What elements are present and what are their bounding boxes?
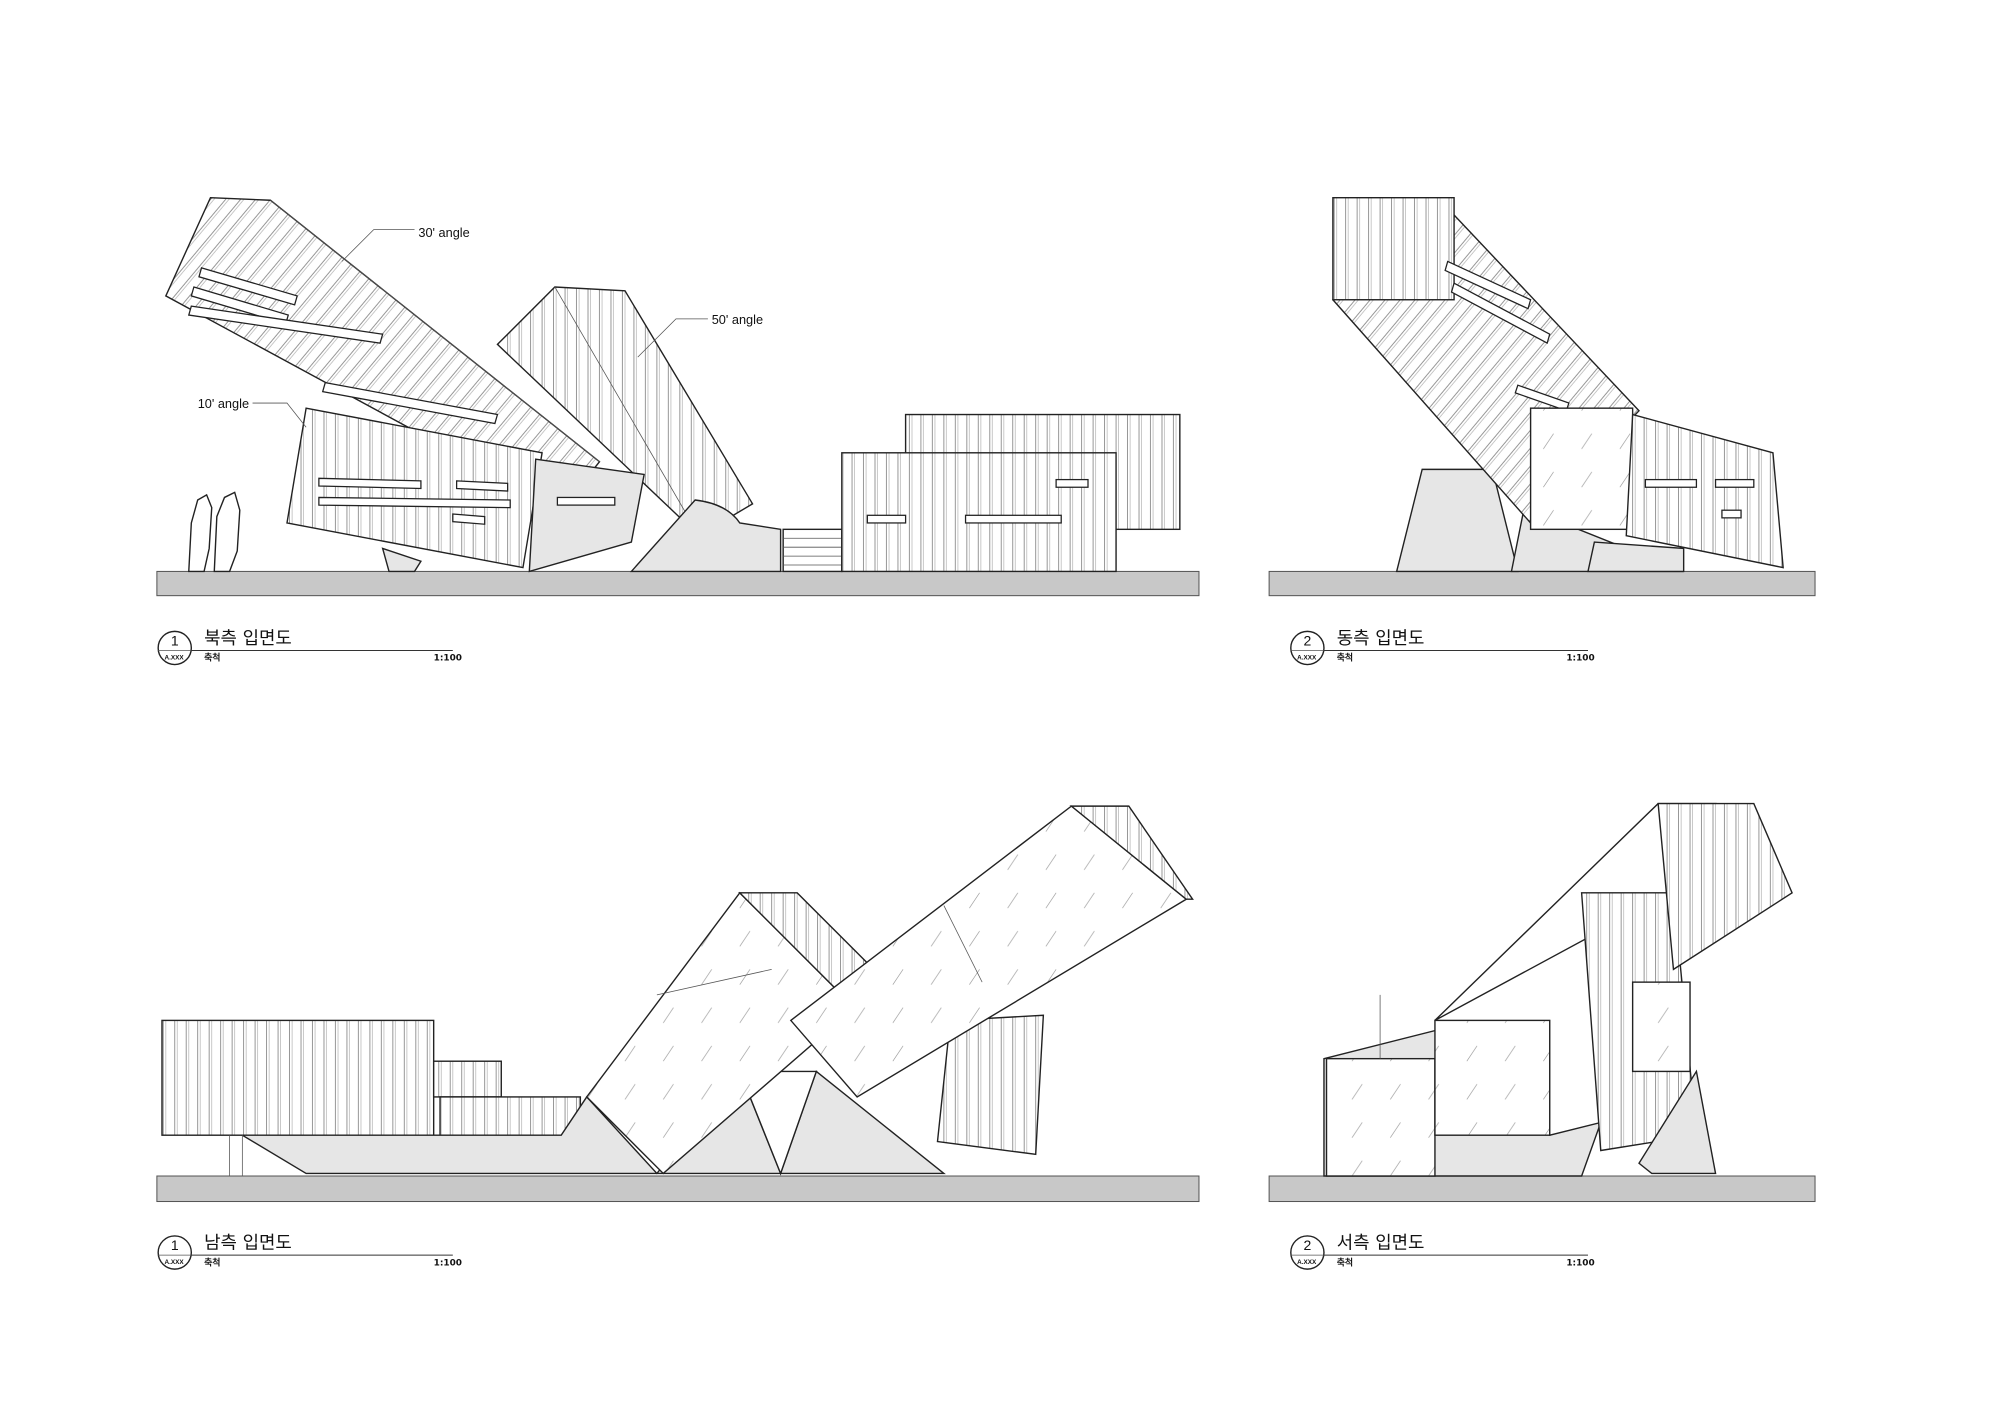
- scale-label: 축척: [1337, 652, 1353, 664]
- drawing-number: 1: [171, 632, 179, 648]
- container-lower: [936, 1014, 1045, 1156]
- scale-label: 축척: [204, 1256, 220, 1268]
- container-tilted: [1625, 413, 1784, 569]
- sheet-ref: A.XXX: [165, 654, 185, 661]
- south-elevation: [156, 805, 1200, 1203]
- title-block-1: 1 A.XXX 북측 입면도 축척 1:100: [157, 628, 462, 666]
- container-upper: [1657, 802, 1793, 971]
- ground-line: [1268, 1175, 1816, 1203]
- drawing-number: 1: [171, 1237, 179, 1253]
- annotation-50-angle: 50' angle: [712, 312, 763, 327]
- glass-box: [1529, 407, 1634, 531]
- sheet-ref: A.XXX: [1297, 654, 1317, 661]
- people-figures: [188, 491, 241, 573]
- glass-box-mid: [1434, 1019, 1551, 1136]
- ground-line: [156, 570, 1200, 597]
- west-elevation: [1268, 802, 1816, 1203]
- title-block-3: 1 A.XXX 남측 입면도 축척 1:100: [157, 1233, 462, 1270]
- east-elevation: [1268, 197, 1816, 597]
- scale-value: 1:100: [434, 654, 462, 664]
- scale-label: 축척: [204, 652, 220, 664]
- ramp: [629, 499, 782, 573]
- ground-line: [156, 1175, 1200, 1203]
- scale-value: 1:100: [434, 1258, 462, 1268]
- container-left: [161, 1019, 435, 1136]
- title-block-2: 2 A.XXX 동측 입면도 축척 1:100: [1290, 628, 1595, 666]
- scale-value: 1:100: [1566, 654, 1594, 664]
- scale-value: 1:100: [1566, 1258, 1594, 1268]
- title-block-4: 2 A.XXX 서측 입면도 축척 1:100: [1290, 1233, 1595, 1270]
- drawing-number: 2: [1304, 632, 1312, 648]
- container-50-angle: [496, 286, 754, 537]
- drawing-title: 북측 입면도: [204, 628, 292, 649]
- annotation-10-angle: 10' angle: [198, 396, 249, 411]
- north-elevation: 30' angle 50' angle 10' angle: [156, 196, 1200, 597]
- glass-box-left: [1325, 1057, 1436, 1177]
- ground-line: [1268, 570, 1816, 597]
- drawing-title: 남측 입면도: [204, 1233, 292, 1254]
- drawing-title: 동측 입면도: [1337, 628, 1425, 649]
- annotation-30-angle: 30' angle: [418, 225, 469, 240]
- sheet-ref: A.XXX: [1297, 1259, 1317, 1266]
- scale-label: 축척: [1337, 1256, 1353, 1268]
- drawing-title: 서측 입면도: [1337, 1233, 1425, 1254]
- drawing-number: 2: [1304, 1237, 1312, 1253]
- container-front: [841, 452, 1117, 573]
- sheet-ref: A.XXX: [165, 1259, 185, 1266]
